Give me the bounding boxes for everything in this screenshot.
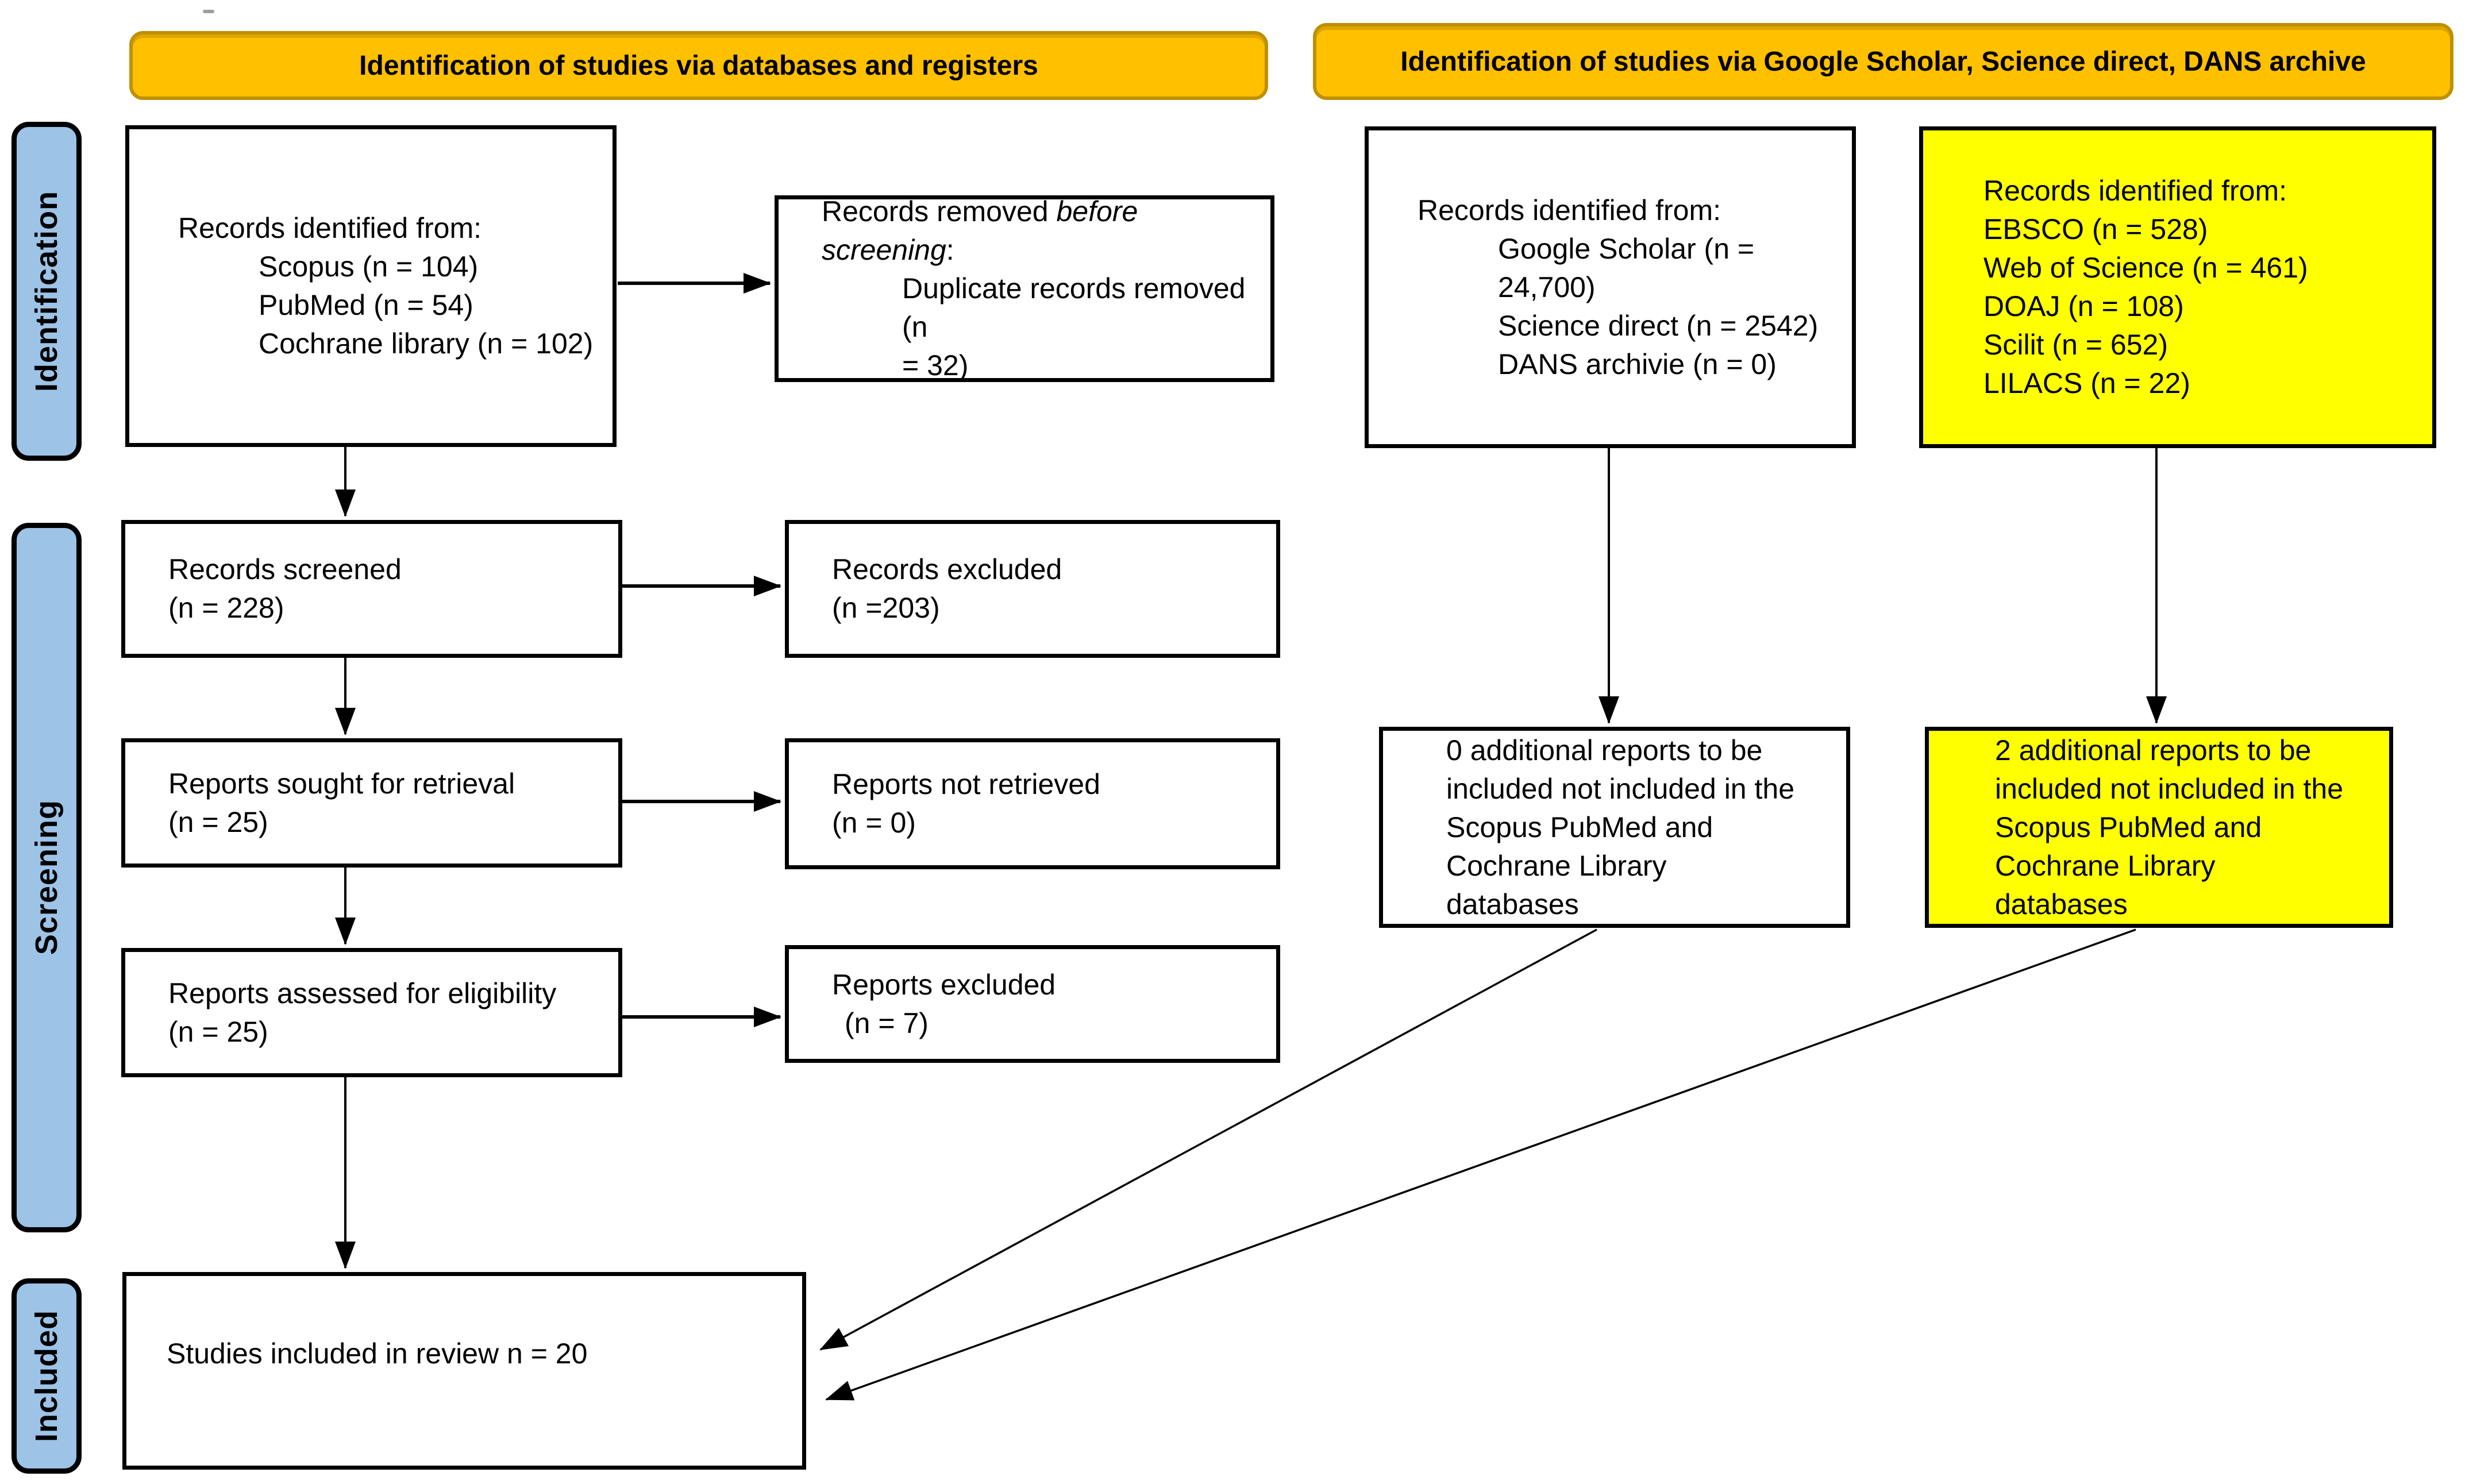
box-text-line: Studies included in review n = 20 bbox=[167, 1337, 588, 1370]
box-text-line: Cochrane Library bbox=[1446, 849, 1667, 882]
box-text-line: databases bbox=[1995, 888, 2128, 920]
box-records-identified-scholar: Records identified from: Google Scholar (… bbox=[1365, 126, 1856, 448]
scan-artifact-dash bbox=[203, 10, 214, 13]
box-text-line: 0 additional reports to be bbox=[1446, 734, 1763, 766]
box-records-screened: Records screened (n = 228) bbox=[121, 520, 622, 658]
box-text-line: (n = 25) bbox=[168, 805, 268, 838]
box-records-excluded: Records excluded (n =203) bbox=[785, 520, 1280, 658]
box-text-line: Reports not retrieved bbox=[832, 768, 1100, 800]
box-text-line: = 32) bbox=[902, 349, 969, 381]
box-text-line: Scopus (n = 104) bbox=[259, 250, 479, 283]
box-text-line: Cochrane Library bbox=[1995, 849, 2216, 882]
box-text-line: (n = 0) bbox=[832, 807, 916, 839]
box-text-line: Records identified from: bbox=[178, 212, 482, 244]
box-text-line: Scilit (n = 652) bbox=[1983, 329, 2168, 361]
box-text-line: DOAJ (n = 108) bbox=[1983, 290, 2184, 322]
box-records-removed-before-screening: Records removed before screening: Duplicat… bbox=[775, 195, 1274, 382]
stage-label-identification: Identification bbox=[11, 122, 82, 461]
box-reports-not-retrieved: Reports not retrieved (n = 0) bbox=[785, 738, 1280, 869]
box-text-line: Scopus PubMed and bbox=[1995, 811, 2262, 843]
box-text-line: included not included in the bbox=[1995, 772, 2344, 805]
box-text-line: Records identified from: bbox=[1418, 194, 1721, 226]
header-other-sources: Identification of studies via Google Sch… bbox=[1313, 23, 2453, 100]
box-reports-excluded: Reports excluded (n = 7) bbox=[785, 945, 1280, 1063]
box-records-identified-databases: Records identified from: Scopus (n = 104)… bbox=[125, 125, 617, 447]
box-text-line: Records screened bbox=[168, 553, 402, 585]
box-text-line: Records identified from: bbox=[1983, 175, 2287, 207]
header-databases-registers: Identification of studies via databases … bbox=[129, 31, 1268, 100]
box-text-line: 2 additional reports to be bbox=[1995, 734, 2312, 766]
box-text-line: Reports sought for retrieval bbox=[168, 767, 515, 800]
box-additional-reports-two: 2 additional reports to be included not i… bbox=[1925, 727, 2393, 928]
stage-label-screening: Screening bbox=[11, 523, 82, 1232]
box-text-line: Duplicate records removed (n bbox=[902, 272, 1246, 343]
box-text-line: databases bbox=[1446, 888, 1579, 920]
box-text-line: Records excluded bbox=[832, 553, 1062, 585]
box-text-line: Cochrane library (n = 102) bbox=[259, 327, 594, 360]
box-reports-assessed: Reports assessed for eligibility (n = 25) bbox=[121, 948, 622, 1077]
header-other-sources-label: Identification of studies via Google Sch… bbox=[1400, 46, 2366, 77]
stage-label-screening-text: Screening bbox=[29, 800, 64, 955]
stage-label-included-text: Included bbox=[29, 1309, 64, 1442]
box-text-line: Google Scholar (n = 24,700) bbox=[1498, 232, 1755, 303]
box-text-line: DANS archivie (n = 0) bbox=[1498, 348, 1777, 380]
box-text-line: Reports assessed for eligibility bbox=[168, 977, 557, 1009]
box-text-line: Scopus PubMed and bbox=[1446, 811, 1713, 843]
box-text-line: Reports excluded bbox=[832, 968, 1056, 1001]
box-text-line: Science direct (n = 2542) bbox=[1498, 309, 1819, 342]
box-records-identified-ebsco: Records identified from: EBSCO (n = 528) W… bbox=[1919, 126, 2436, 448]
box-text-line: Records removed before bbox=[822, 195, 1138, 228]
box-text-line: (n = 25) bbox=[168, 1015, 268, 1048]
box-text-line: PubMed (n = 54) bbox=[259, 289, 473, 321]
box-reports-sought: Reports sought for retrieval (n = 25) bbox=[121, 738, 622, 868]
box-text-line: (n = 228) bbox=[168, 592, 284, 624]
box-text-line: (n = 7) bbox=[845, 1007, 929, 1039]
header-databases-registers-label: Identification of studies via databases … bbox=[359, 50, 1038, 81]
box-text-line: LILACS (n = 22) bbox=[1983, 367, 2190, 399]
box-text-line: EBSCO (n = 528) bbox=[1983, 213, 2208, 245]
box-text-line: screening: bbox=[822, 234, 954, 266]
box-text-line: Web of Science (n = 461) bbox=[1983, 252, 2308, 284]
box-text-line: (n =203) bbox=[832, 592, 940, 624]
box-text-line: included not included in the bbox=[1446, 772, 1795, 805]
stage-label-identification-text: Identification bbox=[29, 191, 64, 392]
box-studies-included: Studies included in review n = 20 bbox=[122, 1272, 806, 1470]
box-additional-reports-zero: 0 additional reports to be included not i… bbox=[1379, 727, 1850, 928]
stage-label-included: Included bbox=[11, 1278, 82, 1474]
